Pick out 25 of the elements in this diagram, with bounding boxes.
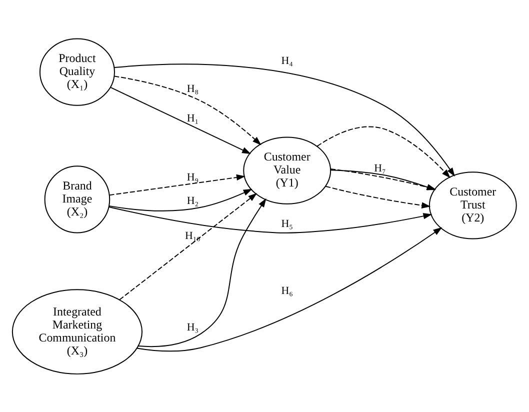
edge-label: H₄ xyxy=(281,54,293,66)
arrow xyxy=(108,206,432,233)
arrow xyxy=(136,226,442,352)
node-ellipse: Product Quality (X₁) xyxy=(39,38,115,106)
arrow xyxy=(138,198,266,347)
edge-label: H₉ xyxy=(186,170,199,183)
edge-label: H₁ xyxy=(186,112,199,124)
edge-label: H₅ xyxy=(281,218,293,230)
arrow xyxy=(114,63,455,176)
arrow xyxy=(325,185,431,208)
edge-label: H₆ xyxy=(281,284,293,296)
edge-label: H₂ xyxy=(186,194,199,207)
node-circle: Brand Image (X₂) xyxy=(44,165,110,233)
arrow xyxy=(119,192,258,300)
arrow xyxy=(108,174,246,196)
node-ellipse: Integrated Marketing Communication (X₃) xyxy=(12,288,143,374)
node-ellipse: Customer Trust (Y2) xyxy=(428,171,517,239)
edge-label: H₇ xyxy=(374,162,386,174)
edge-label: H₁₀ xyxy=(184,230,200,242)
arrow xyxy=(110,86,252,154)
arrow xyxy=(108,188,252,211)
arrow xyxy=(114,75,262,145)
edge-label: H₃ xyxy=(186,321,199,334)
arrow xyxy=(316,126,450,178)
edge-label: H₈ xyxy=(186,82,199,94)
